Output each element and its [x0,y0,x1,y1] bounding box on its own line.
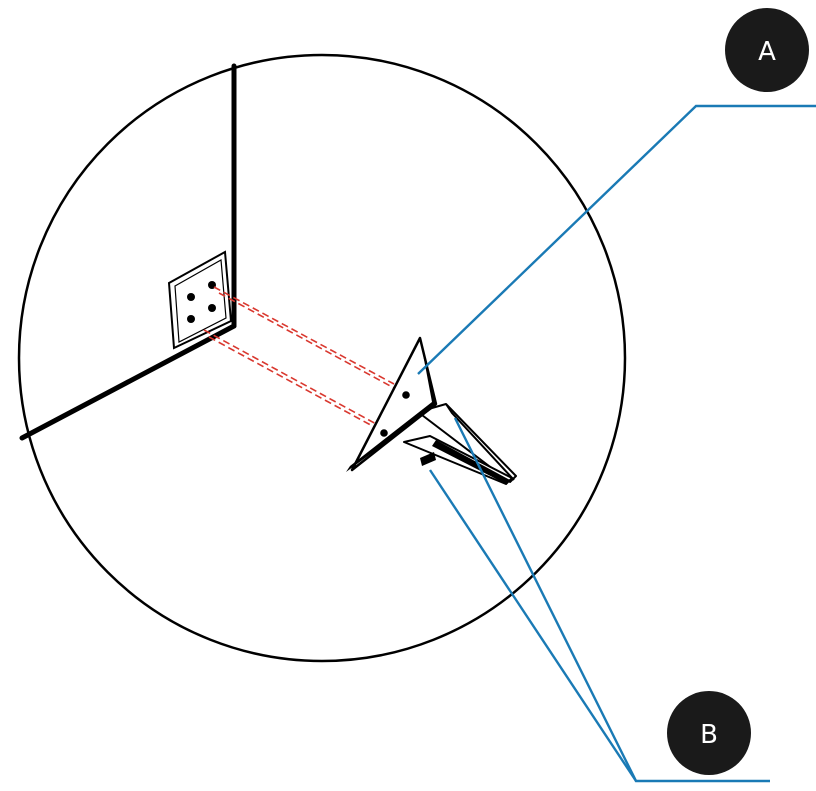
callout-a-badge-circle [725,8,809,92]
callout-a-leader-line [417,104,816,375]
callout-b-badge-circle [667,691,751,775]
mounting-hole [208,304,216,312]
leg-prong-front-shadow [432,440,510,484]
alignment-guide-line [213,286,395,385]
mounting-hole [187,293,195,301]
mounting-plate [167,250,233,350]
furniture-leg [346,336,517,485]
alignment-guide-line [203,329,379,426]
leg-prong-back-edge [445,403,515,481]
callout-b-letter: B [700,720,718,750]
detail-circle [17,53,627,663]
callout-b-leader-lines [428,417,770,783]
cabinet-bottom-edge [19,323,237,441]
mounting-plate-inner [174,259,227,343]
callout-b-leader-line [428,469,638,782]
callout-b-badge: B [667,691,751,775]
leg-prong-joint [420,452,436,466]
alignment-guide-line [218,292,395,389]
mounting-hole [187,315,195,323]
callout-a-letter: A [758,37,776,67]
alignment-guide-line [208,336,379,430]
alignment-guides [203,286,395,430]
leg-bracket-plate [350,336,438,472]
cabinet-corner [19,63,237,441]
leg-screw-hole [380,429,388,437]
callout-a-badge: A [725,8,809,92]
leg-screw-hole [402,391,410,399]
